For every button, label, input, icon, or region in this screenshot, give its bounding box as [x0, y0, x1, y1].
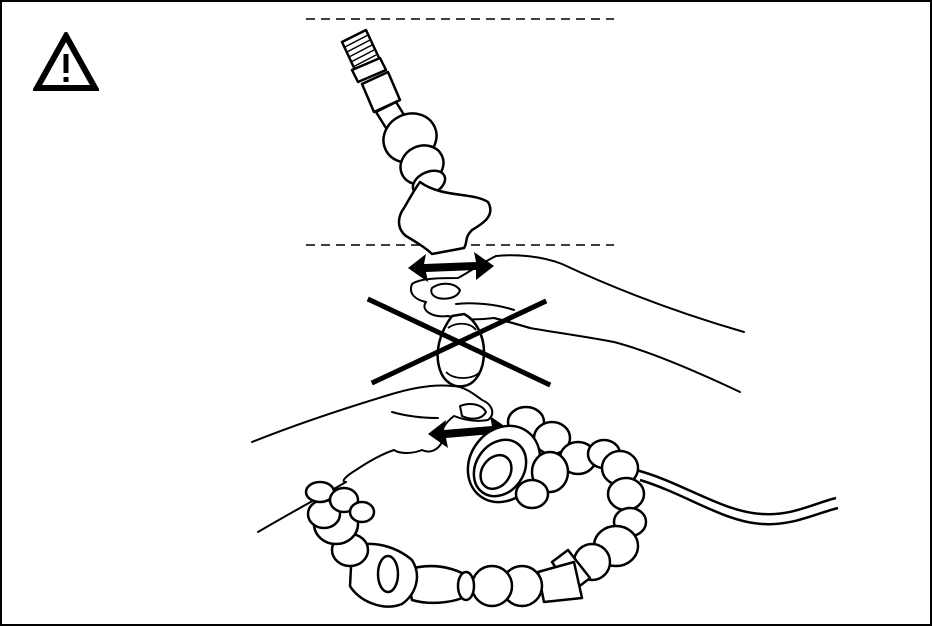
threaded-fitting: [342, 30, 406, 128]
power-cable: [636, 470, 836, 514]
upper-arm-assembly: [342, 30, 490, 254]
lower-arm-assembly: [306, 407, 838, 607]
nozzle-segment: [399, 182, 490, 254]
